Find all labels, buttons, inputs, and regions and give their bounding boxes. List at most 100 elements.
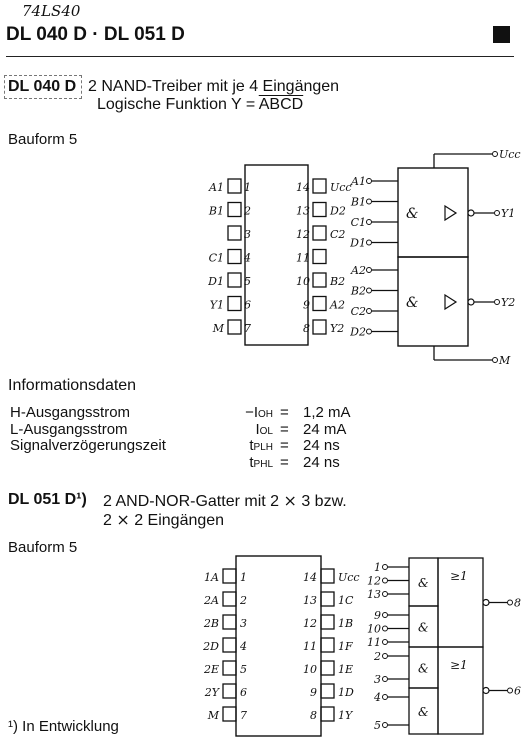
info-label: H-Ausgangsstrom — [10, 404, 131, 421]
pin-name-left: 2D — [202, 640, 219, 653]
terminal-icon — [382, 625, 388, 632]
pin-pad-left — [222, 683, 237, 699]
pin-name-left: M — [212, 322, 225, 335]
and-symbol: & — [406, 206, 418, 222]
info-equals: = — [280, 453, 289, 471]
input-label: D2 — [349, 326, 366, 339]
info-value: 24 ns — [303, 453, 340, 471]
input-label: 9 — [374, 609, 381, 622]
dl051-desc2: 2 ⨯ 2 Eingängen — [103, 512, 225, 529]
symbol-base: I — [255, 420, 260, 438]
pin-name-right: Ucc — [338, 571, 360, 584]
pin-number-right: 12 — [303, 617, 317, 630]
input-label: 5 — [374, 719, 381, 732]
part-dl051: DL 051 D¹) — [8, 491, 87, 508]
pin-pad-left — [222, 660, 237, 676]
pin-name-left: D1 — [207, 275, 224, 288]
pin-name-left: M — [207, 709, 220, 722]
function-prefix: Logische Funktion Y = — [97, 96, 256, 113]
symbol-subscript: PHL — [253, 458, 273, 470]
pin-name-left: C1 — [209, 252, 224, 265]
input-label: 13 — [367, 588, 381, 601]
pin-name-right: D2 — [329, 205, 346, 218]
pin-number-right: 9 — [310, 686, 317, 699]
dl051-bauform: Bauform 5 — [8, 539, 78, 556]
pin-number-left: 5 — [240, 663, 247, 676]
pin-number-right: 13 — [296, 205, 310, 218]
pin-pad-left — [227, 178, 242, 194]
terminal-icon — [366, 287, 372, 294]
info-value: 24 mA — [303, 420, 347, 438]
ground-label: M — [498, 354, 511, 367]
terminal-icon — [366, 328, 372, 335]
page-title: DL 040 D · DL 051 D — [6, 24, 185, 45]
input-label: 10 — [367, 623, 381, 636]
terminal-icon — [382, 676, 388, 682]
terminal-icon — [382, 639, 388, 645]
info-heading: Informationsdaten — [8, 377, 137, 394]
pin-number-left: 7 — [244, 322, 251, 335]
pin-name-right: 1C — [338, 594, 354, 607]
pin-number-right: 11 — [303, 640, 317, 653]
footnote: ¹) In Entwicklung — [8, 718, 119, 735]
pin-pad-right — [320, 660, 335, 676]
pin-number-left: 1 — [240, 571, 247, 584]
and-symbol: & — [418, 705, 429, 719]
inversion-bubble-icon — [482, 598, 490, 607]
pin-name-left: 2A — [203, 594, 219, 607]
pin-pad-left — [227, 272, 242, 288]
terminal-icon — [366, 267, 372, 273]
and-symbol: & — [418, 621, 429, 635]
symbol-base: −I — [245, 404, 258, 421]
pin-name-right: 1Y — [338, 709, 354, 722]
input-label: B2 — [350, 285, 366, 298]
pin-number-left: 2 — [239, 594, 247, 607]
pin-pad-right — [320, 706, 335, 722]
input-label: C1 — [351, 216, 366, 229]
input-label: A1 — [350, 175, 366, 188]
buffer-triangle-icon — [444, 293, 458, 311]
buffer-triangle-icon — [444, 204, 458, 222]
terminal-icon — [507, 599, 513, 606]
pin-pad-right — [320, 614, 335, 630]
terminal-icon — [382, 722, 388, 728]
pin-name-right: 1B — [338, 617, 353, 630]
pin-pad-right — [320, 591, 335, 607]
pin-pad-right — [312, 319, 327, 335]
pin-pad-right — [312, 295, 327, 312]
pin-number-right: 9 — [303, 299, 310, 312]
pin-name-right: C2 — [330, 228, 345, 241]
pin-number-left: 6 — [244, 299, 251, 312]
symbol-subscript: PLH — [253, 442, 273, 453]
pin-number-right: 14 — [303, 571, 317, 584]
pin-pad-left — [222, 568, 237, 584]
terminal-icon — [382, 653, 388, 659]
dl040-bauform: Bauform 5 — [8, 131, 78, 148]
symbol-subscript: OH — [258, 409, 273, 420]
input-label: 4 — [373, 691, 381, 704]
ic-body-040 — [244, 164, 309, 346]
input-label: C2 — [351, 305, 366, 318]
pin-name-right: Ucc — [330, 181, 352, 194]
pin-number-right: 10 — [303, 663, 317, 676]
and-symbol: & — [406, 295, 418, 311]
pin-pad-left — [222, 706, 237, 722]
terminal-icon — [382, 612, 388, 618]
terminal-icon — [494, 210, 500, 216]
dl051-desc: 2 AND-NOR-Gatter mit 2 ⨯ 3 bzw. — [103, 493, 347, 510]
output-label: Y2 — [501, 296, 515, 309]
pin-number-right: 8 — [303, 322, 310, 335]
pin-number-left: 3 — [244, 228, 251, 241]
inversion-bubble-icon — [482, 686, 490, 695]
info-equals: = — [280, 420, 289, 438]
and-symbol: & — [418, 662, 429, 676]
terminal-icon — [492, 151, 498, 157]
part-dl040: DL 040 D — [8, 78, 77, 95]
input-label: 1 — [374, 561, 381, 574]
supply-label: Ucc — [499, 148, 521, 161]
pin-pad-right — [320, 683, 335, 699]
input-label: 11 — [367, 636, 381, 649]
input-label: D1 — [349, 237, 366, 250]
